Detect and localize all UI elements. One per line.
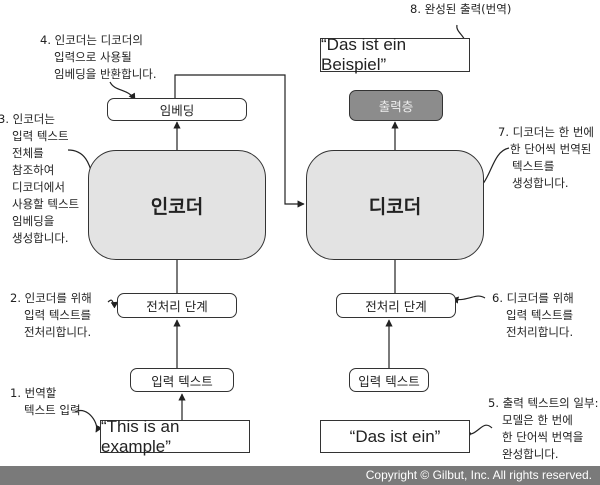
- note-line: 한 단어씩 번역된: [510, 142, 592, 156]
- output-translation-text: “Das ist ein Beispiel”: [321, 35, 407, 74]
- note-line: 5. 출력 텍스트의 일부:: [488, 396, 599, 410]
- note-1: 1. 번역할 텍스트 입력: [10, 385, 81, 419]
- note-line: 임베딩을 반환합니다.: [54, 67, 157, 81]
- note-line: 7. 디코더는 한 번에: [498, 125, 594, 139]
- note-line: 임베딩을: [12, 214, 55, 228]
- encoder-preprocess-box: 전처리 단계: [117, 293, 237, 318]
- note-line: 4. 인코더는 디코더의: [40, 33, 143, 47]
- note-line: 입력 텍스트를: [506, 308, 574, 322]
- decoder-preprocess-label: 전처리 단계: [365, 299, 427, 314]
- decoder-block: 디코더: [306, 150, 484, 260]
- note-line: 텍스트 입력: [24, 403, 81, 417]
- note-line: 모델은 한 번에: [502, 413, 573, 427]
- note-line: 한 단어씩 번역을: [502, 430, 584, 444]
- note-line: 3. 인코더는: [0, 112, 55, 126]
- note-8: 8. 완성된 출력(번역): [410, 1, 511, 18]
- embedding-box: 임베딩: [107, 98, 247, 121]
- encoder-preprocess-label: 전처리 단계: [146, 299, 208, 314]
- note-line: 참조하여: [12, 163, 55, 177]
- note-4: 4. 인코더는 디코더의 입력으로 사용될 임베딩을 반환합니다.: [40, 32, 157, 83]
- note-line: 2. 인코더를 위해: [10, 291, 92, 305]
- source-example-text: “This is an example”: [101, 416, 180, 456]
- note-line: 생성합니다.: [12, 231, 69, 245]
- note-3: 3. 인코더는 입력 텍스트 전체를 참조하여 디코더에서 사용할 텍스트 임베…: [0, 111, 79, 247]
- note-2: 2. 인코더를 위해 입력 텍스트를 전처리합니다.: [10, 290, 92, 341]
- note-5: 5. 출력 텍스트의 일부: 모델은 한 번에 한 단어씩 번역을 완성합니다.: [488, 395, 598, 463]
- encoder-input-label: 입력 텍스트: [151, 373, 213, 389]
- note-line: 1. 번역할: [10, 386, 57, 400]
- note-line: 텍스트를: [512, 159, 555, 173]
- encoder-label: 인코더: [150, 195, 204, 218]
- note-line: 입력으로 사용될: [54, 50, 132, 64]
- note-line: 전처리합니다.: [506, 325, 574, 339]
- note-line: 완성합니다.: [502, 447, 559, 461]
- source-example-box: “This is an example”: [100, 417, 250, 456]
- encoder-block: 인코더: [88, 150, 266, 260]
- copyright-footer: Copyright © Gilbut, Inc. All rights rese…: [0, 466, 600, 485]
- output-translation-box: “Das ist ein Beispiel”: [320, 35, 470, 74]
- note-line: 전처리합니다.: [24, 325, 92, 339]
- partial-output-text: “Das ist ein”: [349, 426, 441, 446]
- note-line: 입력 텍스트를: [24, 308, 92, 322]
- note-line: 사용할 텍스트: [12, 197, 80, 211]
- note-line: 입력 텍스트: [12, 129, 69, 143]
- note-6: 6. 디코더를 위해 입력 텍스트를 전처리합니다.: [492, 290, 574, 341]
- note-line: 8. 완성된 출력(번역): [410, 2, 512, 16]
- output-layer-label: 출력층: [378, 99, 414, 114]
- partial-output-box: “Das ist ein”: [320, 420, 470, 453]
- embedding-label: 임베딩: [159, 103, 195, 118]
- decoder-label: 디코더: [368, 195, 422, 218]
- encoder-input-box: 입력 텍스트: [130, 368, 234, 392]
- note-line: 디코더에서: [12, 180, 65, 194]
- decoder-preprocess-box: 전처리 단계: [336, 293, 456, 318]
- note-line: 전체를: [12, 146, 44, 160]
- decoder-input-label: 입력 텍스트: [358, 373, 420, 389]
- output-layer-box: 출력층: [349, 90, 443, 121]
- decoder-input-box: 입력 텍스트: [349, 368, 429, 392]
- note-7: 7. 디코더는 한 번에 한 단어씩 번역된 텍스트를 생성합니다.: [498, 124, 594, 192]
- note-line: 6. 디코더를 위해: [492, 291, 574, 305]
- note-line: 생성합니다.: [512, 176, 569, 190]
